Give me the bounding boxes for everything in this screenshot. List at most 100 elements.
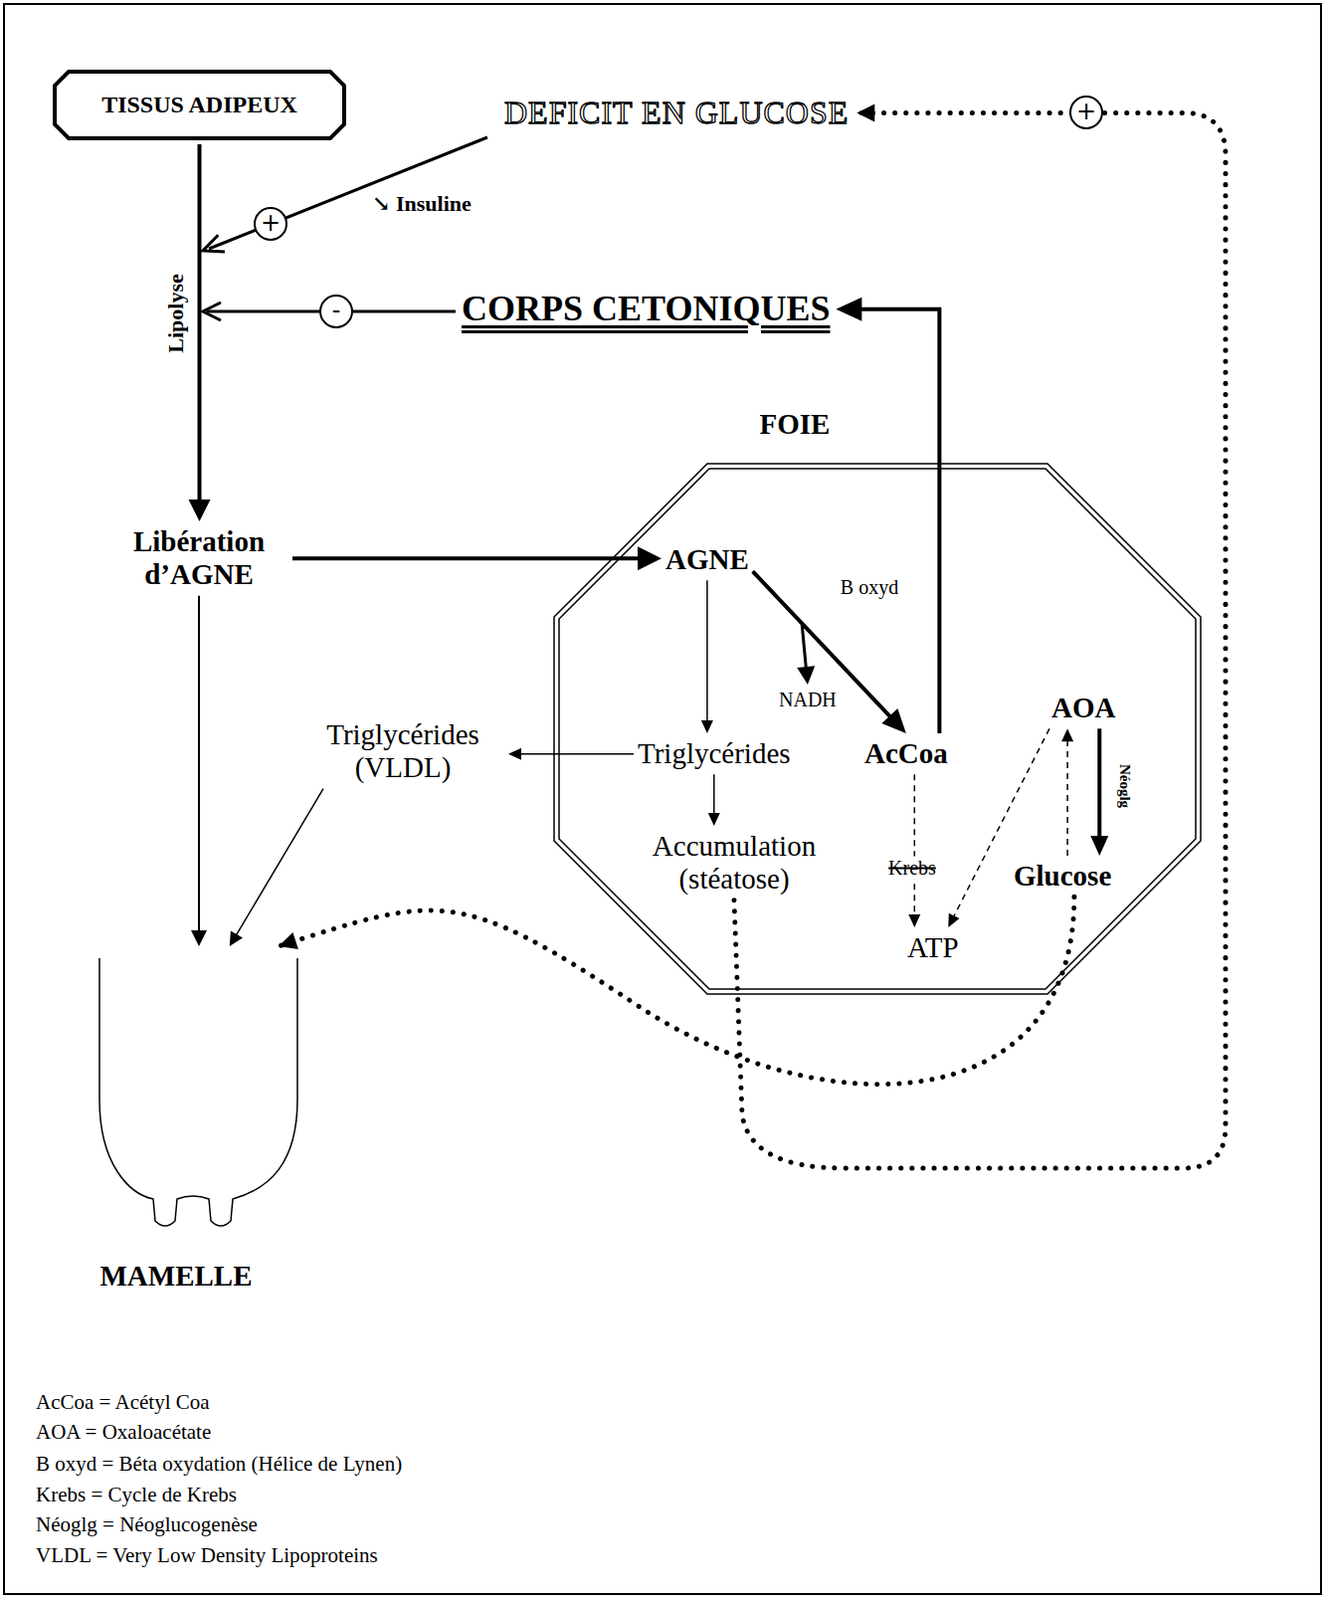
- connector: [753, 570, 815, 685]
- arrow-head: [701, 720, 714, 734]
- udder-outline: [99, 957, 298, 1226]
- arrow-head: [202, 302, 221, 321]
- node-text: FOIE: [745, 407, 845, 441]
- connector: [189, 144, 211, 522]
- ketone-text: CORPS CETONIQUES: [461, 288, 830, 330]
- flow-text: Libération d’AGNE: [109, 525, 289, 592]
- flow-text: AcCoa: [864, 737, 948, 770]
- connector-line: [278, 896, 1075, 1084]
- connector-line: [854, 309, 941, 734]
- flow-text: ATP: [907, 931, 959, 964]
- arrow-head: [796, 665, 815, 685]
- page-frame: [3, 3, 1322, 1594]
- outline: [554, 463, 1201, 994]
- node-text: AcCoa: [864, 737, 948, 770]
- connector: [947, 728, 1050, 928]
- connector: [908, 773, 921, 928]
- node-text: Triglycérides: [637, 737, 791, 770]
- arrow-head: [908, 914, 921, 928]
- abbreviation-note: B oxyd = Béta oxydation (Hélice de Lynen…: [35, 1451, 402, 1476]
- deficit-text: DEFICIT EN GLUCOSE: [504, 94, 849, 132]
- arrow-head: [1061, 728, 1074, 742]
- udder: MAMELLE: [69, 949, 309, 1294]
- tissue-box: TISSUS ADIPEUX: [52, 69, 347, 141]
- node-text: MAMELLE: [76, 1259, 276, 1293]
- edge-label: Krebs: [886, 856, 939, 880]
- abbreviation-note: VLDL = Very Low Density Lipoproteins: [35, 1542, 379, 1567]
- arrow-head: [229, 930, 243, 947]
- connector-line: [197, 595, 200, 936]
- note-label: -: [319, 294, 354, 329]
- connector-line: [1066, 737, 1069, 856]
- connector-line: [197, 144, 202, 507]
- edge-label: +: [1069, 95, 1104, 130]
- connector-line: [517, 753, 634, 756]
- node-text: Accumulation (stéatose): [629, 829, 839, 897]
- connector: [292, 546, 662, 570]
- connector-line: [1097, 728, 1102, 842]
- arrow-head: [835, 297, 862, 322]
- note-label: ↘ Insuline: [372, 190, 472, 216]
- arrow-head: [1090, 835, 1109, 856]
- arrow-head: [202, 234, 225, 252]
- connector: [1090, 728, 1109, 856]
- flow-text: NADH: [778, 688, 837, 712]
- flow-text: Triglycérides (VLDL): [303, 718, 503, 785]
- node-text: ATP: [907, 931, 959, 964]
- flow-text: AGNE: [665, 543, 750, 576]
- arrow-head: [508, 748, 522, 760]
- connector-line: [292, 556, 645, 561]
- connector-line: [914, 773, 917, 919]
- connector-line: [706, 579, 709, 725]
- connector: [190, 595, 207, 947]
- liver-outline: [554, 463, 1201, 994]
- edge-label: Lipolyse: [163, 273, 189, 353]
- connector-line: [734, 112, 1226, 1168]
- connector: [734, 103, 1226, 1168]
- flow-text: AOA: [1051, 691, 1116, 725]
- arrow-head: [278, 932, 299, 949]
- flow-text: Accumulation (stéatose): [629, 829, 839, 897]
- arrow-head: [708, 812, 721, 826]
- arrow-head: [189, 499, 211, 522]
- node-text: AGNE: [665, 543, 750, 576]
- edge-label: Néoglg: [1115, 763, 1133, 808]
- arrow-head: [881, 708, 907, 734]
- arrow-head: [637, 546, 662, 570]
- node-text: Glucose: [1013, 859, 1112, 893]
- connector: [701, 579, 714, 734]
- node-text: AOA: [1051, 691, 1116, 725]
- connector-line: [713, 773, 716, 817]
- abbreviation-note: Krebs = Cycle de Krebs: [35, 1482, 237, 1507]
- node-text: DEFICIT EN GLUCOSE: [504, 94, 849, 132]
- arrow-head: [190, 930, 207, 947]
- connector: [753, 570, 907, 734]
- edge-label: B oxyd: [840, 575, 899, 599]
- connector: [508, 748, 634, 760]
- connector: [835, 297, 940, 734]
- abbreviation-note: AcCoa = Acétyl Coa: [35, 1389, 210, 1414]
- arrow-head: [947, 913, 959, 928]
- connector: [229, 788, 324, 947]
- connector: [278, 896, 1075, 1084]
- flow-text: Glucose: [1013, 859, 1112, 893]
- node-text: NADH: [778, 688, 837, 712]
- node-text: Triglycérides (VLDL): [303, 718, 503, 785]
- node-text: CORPS CETONIQUES: [461, 288, 830, 330]
- arrow-head: [856, 103, 875, 122]
- node-text: TISSUS ADIPEUX: [101, 91, 298, 120]
- node-text: Libération d’AGNE: [109, 525, 289, 592]
- liver-region: FOIEAGNENADHTriglycéridesAcCoaAOAAccumul…: [554, 463, 1201, 994]
- connector-line: [234, 788, 324, 939]
- flow-text: Triglycérides: [637, 737, 791, 770]
- insulin-arrow: [208, 137, 488, 249]
- abbreviation-note: AOA = Oxaloacétate: [35, 1419, 211, 1444]
- abbreviation-note: Néoglg = Néoglucogenèse: [35, 1512, 258, 1536]
- outline: [69, 949, 309, 1294]
- liver-outline: [559, 468, 1196, 989]
- note-label: +: [253, 206, 288, 241]
- octagon-outline: [54, 71, 345, 139]
- connector-line: [753, 570, 807, 672]
- connector: [1061, 728, 1074, 856]
